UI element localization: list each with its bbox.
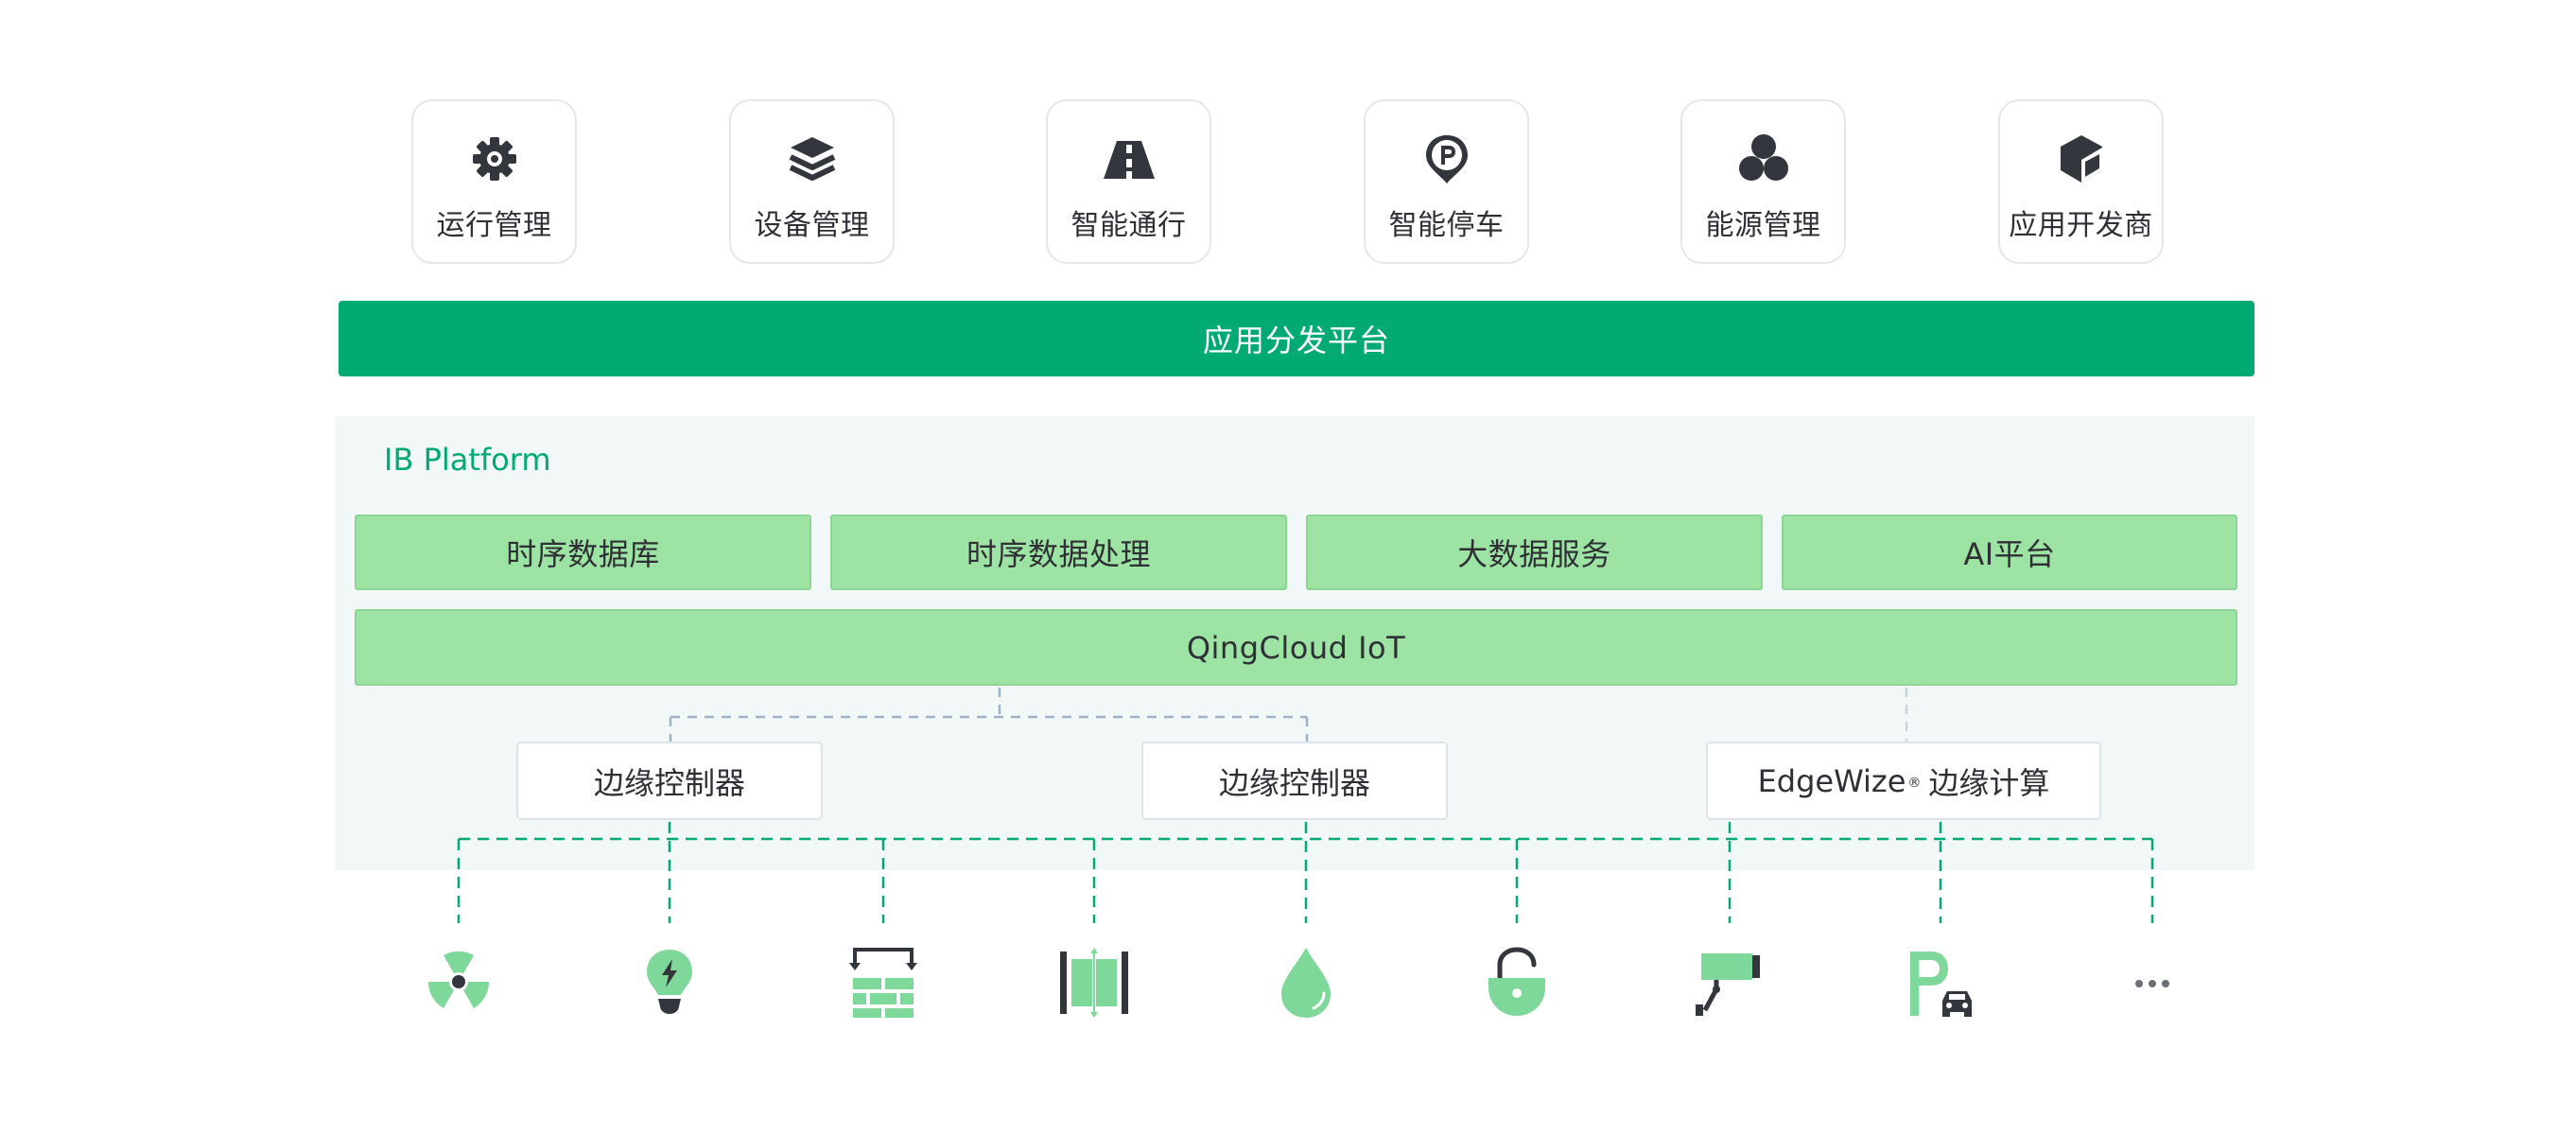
layers-icon — [785, 131, 840, 186]
lightbulb-icon — [632, 944, 707, 1020]
energy-circles-icon — [1736, 131, 1791, 186]
gate-door-icon — [1056, 944, 1132, 1020]
app-label: 运行管理 — [436, 209, 552, 242]
gear-icon — [467, 131, 522, 186]
app-label: 应用开发商 — [2009, 209, 2153, 242]
parking-pin-icon — [1419, 131, 1474, 186]
security-camera-icon — [1692, 944, 1767, 1020]
padlock-icon — [1479, 944, 1555, 1020]
service-big-data: 大数据服务 — [1306, 515, 1763, 590]
app-card-smart-access[interactable]: 智能通行 — [1046, 99, 1211, 264]
app-label: 能源管理 — [1705, 209, 1821, 242]
service-ai-platform: AI平台 — [1782, 515, 2237, 590]
app-card-device-management[interactable]: 设备管理 — [729, 99, 895, 264]
app-card-smart-parking[interactable]: 智能停车 — [1364, 99, 1529, 264]
edgewize-name: EdgeWize — [1757, 762, 1906, 799]
parking-car-icon — [1903, 944, 1978, 1020]
app-distribution-bar: 应用分发平台 — [339, 301, 2254, 376]
app-label: 设备管理 — [754, 209, 870, 242]
app-card-operations[interactable]: 运行管理 — [411, 99, 577, 264]
registered-mark: ® — [1907, 775, 1922, 791]
fan-icon — [421, 944, 496, 1020]
edgewize-suffix: 边缘计算 — [1928, 764, 2050, 801]
app-card-energy[interactable]: 能源管理 — [1680, 99, 1846, 264]
edge-controller-2: 边缘控制器 — [1141, 742, 1448, 820]
app-label: 智能停车 — [1388, 209, 1505, 242]
brick-wall-icon — [845, 944, 921, 1020]
road-icon — [1102, 131, 1157, 186]
app-label: 智能通行 — [1070, 209, 1187, 242]
edge-controller-1: 边缘控制器 — [516, 742, 823, 820]
app-card-app-developer[interactable]: 应用开发商 — [1998, 99, 2164, 264]
cube-icon — [2054, 131, 2109, 186]
edgewize-box: EdgeWize® 边缘计算 — [1706, 742, 2101, 820]
service-timeseries-db: 时序数据库 — [355, 515, 811, 590]
platform-title: IB Platform — [384, 442, 551, 478]
water-drop-icon — [1268, 944, 1344, 1020]
qingcloud-iot-bar: QingCloud IoT — [355, 609, 2237, 686]
more-icon — [2115, 944, 2190, 1020]
service-timeseries-processing: 时序数据处理 — [830, 515, 1287, 590]
